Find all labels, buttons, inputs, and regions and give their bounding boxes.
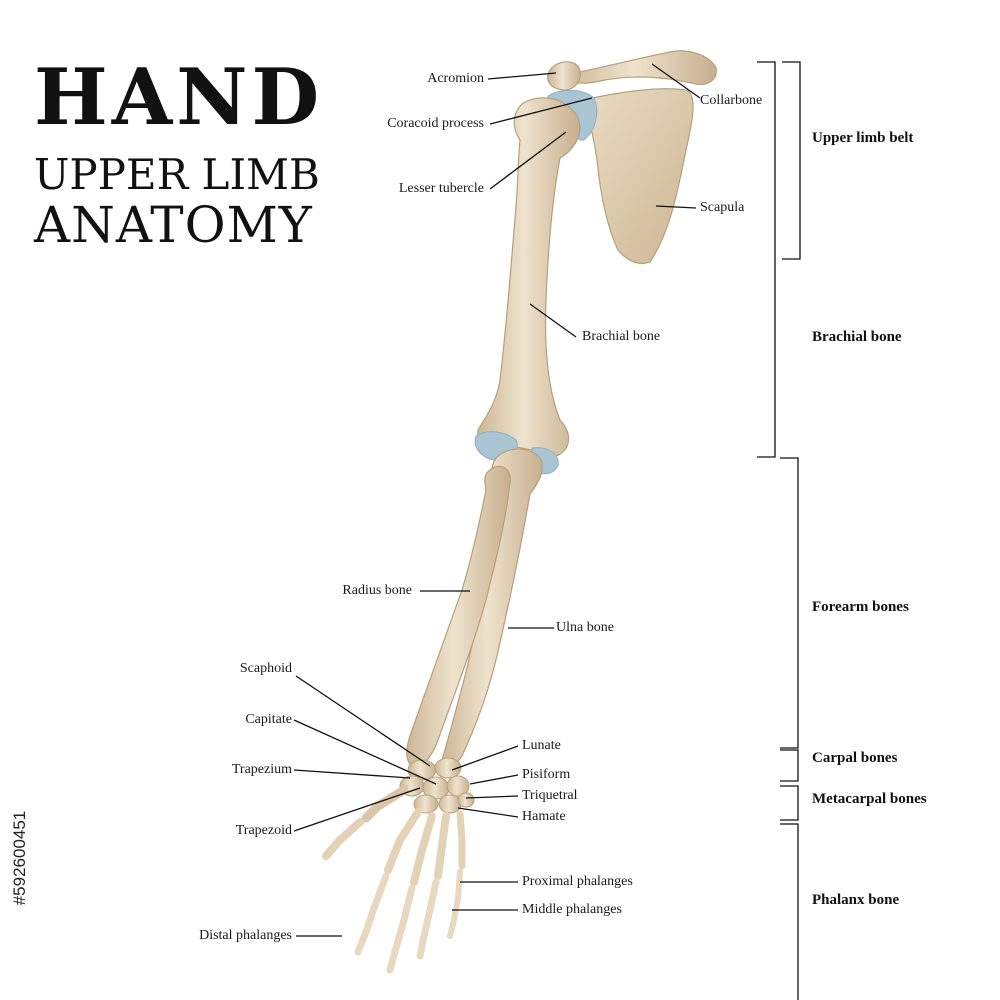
label-distal-phalanges: Distal phalanges [199, 928, 292, 943]
label-middle-phalanges: Middle phalanges [522, 902, 622, 917]
label-lunate: Lunate [522, 738, 561, 753]
label-acromion: Acromion [427, 71, 484, 86]
label-triquetral: Triquetral [522, 788, 578, 803]
label-capitate: Capitate [245, 712, 292, 727]
acromion-bone [547, 61, 581, 91]
section-metacarpal-bones: Metacarpal bones [812, 791, 927, 807]
stock-id-watermark: #592600451 [8, 760, 32, 960]
label-hamate: Hamate [522, 809, 566, 824]
label-scapula: Scapula [700, 200, 745, 215]
bracket-forearm [780, 457, 799, 749]
title-hand: HAND [34, 52, 324, 143]
section-forearm-bones: Forearm bones [812, 599, 909, 615]
label-coracoid-process: Coracoid process [387, 116, 484, 131]
section-brackets [757, 61, 801, 1000]
label-proximal-phalanges: Proximal phalanges [522, 874, 633, 889]
leader-lines [293, 63, 701, 937]
bracket-upper-limb-belt [782, 61, 801, 260]
label-collarbone: Collarbone [700, 93, 763, 108]
stock-id-text: #592600451 [10, 810, 29, 906]
collarbone-bone [564, 50, 717, 85]
finger-bones [322, 785, 466, 974]
label-ulna-bone: Ulna bone [556, 620, 614, 635]
section-phalanx-bone: Phalanx bone [812, 892, 900, 908]
section-brachial-bone: Brachial bone [812, 329, 902, 345]
label-radius-bone: Radius bone [342, 583, 412, 598]
label-brachial-bone: Brachial bone [582, 329, 661, 344]
bracket-metacarpal [780, 785, 799, 821]
scapula-bone [582, 88, 694, 265]
humerus-bone [477, 97, 581, 457]
label-pisiform: Pisiform [522, 767, 571, 782]
label-lesser-tubercle: Lesser tubercle [398, 181, 484, 196]
label-scaphoid: Scaphoid [239, 661, 292, 676]
bracket-phalanx [780, 823, 799, 1000]
title-anatomy: ANATOMY [34, 196, 313, 254]
bracket-brachial [757, 61, 776, 458]
section-carpal-bones: Carpal bones [812, 750, 898, 766]
title-upper-limb: UPPER LIMB [34, 150, 320, 199]
section-upper-limb-belt: Upper limb belt [812, 130, 914, 146]
bracket-carpal [780, 749, 799, 782]
label-trapezoid: Trapezoid [235, 823, 292, 838]
label-trapezium: Trapezium [231, 762, 292, 777]
